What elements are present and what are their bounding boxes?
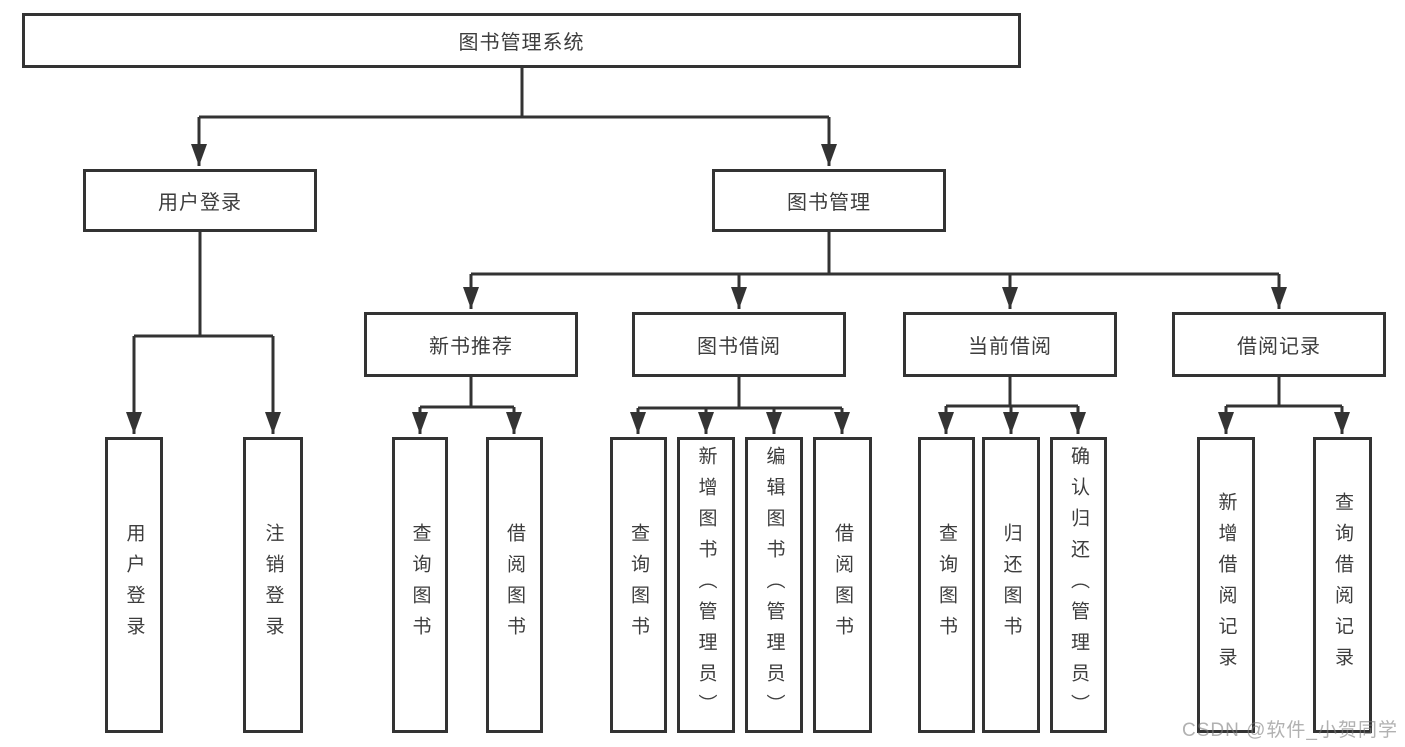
node-borrowing-records: 借阅记录 (1172, 312, 1386, 377)
node-new-book-recommendation: 新书推荐 (364, 312, 578, 377)
node-label: 新书推荐 (429, 336, 513, 358)
node-label: 当前借阅 (968, 336, 1052, 358)
leaf-label: 借阅图书 (832, 523, 853, 647)
leaf-borrow-books-recommend: 借阅图书 (486, 437, 543, 733)
leaf-query-books-borrowing: 查询图书 (610, 437, 667, 733)
leaf-edit-books-admin: 编辑图书（管理员） (745, 437, 803, 733)
leaf-borrow-books-borrowing: 借阅图书 (813, 437, 872, 733)
leaf-label: 查询图书 (409, 523, 431, 647)
leaf-return-books: 归还图书 (982, 437, 1040, 733)
node-book-management: 图书管理 (712, 169, 946, 232)
leaf-label: 新增图书（管理员） (695, 445, 717, 725)
node-label: 图书借阅 (697, 336, 781, 358)
leaf-label: 确认归还（管理员） (1068, 445, 1089, 725)
leaf-label: 归还图书 (1000, 523, 1022, 647)
leaf-query-books-recommend: 查询图书 (392, 437, 448, 733)
node-book-borrowing: 图书借阅 (632, 312, 846, 377)
leaf-label: 注销登录 (262, 523, 284, 647)
node-label: 图书管理系统 (458, 32, 585, 54)
leaf-label: 借阅图书 (504, 523, 525, 647)
node-label: 图书管理 (787, 192, 871, 214)
leaf-query-books-current: 查询图书 (918, 437, 975, 733)
leaf-user-login: 用户登录 (105, 437, 163, 733)
node-current-borrowing: 当前借阅 (903, 312, 1117, 377)
watermark: CSDN @软件_小贺同学 (1182, 720, 1398, 741)
node-library-management-system: 图书管理系统 (22, 13, 1021, 68)
arrow-connectors (126, 117, 1350, 434)
leaf-logout-login: 注销登录 (243, 437, 303, 733)
leaf-label: 用户登录 (123, 523, 145, 647)
leaf-label: 查询图书 (628, 523, 649, 647)
leaf-label: 编辑图书（管理员） (763, 445, 785, 725)
node-label: 借阅记录 (1237, 336, 1321, 358)
leaf-add-borrow-record: 新增借阅记录 (1197, 437, 1255, 733)
node-label: 用户登录 (158, 192, 242, 214)
leaf-confirm-return-admin: 确认归还（管理员） (1050, 437, 1107, 733)
leaf-label: 查询借阅记录 (1332, 492, 1353, 678)
leaf-label: 新增借阅记录 (1215, 492, 1237, 678)
leaf-label: 查询图书 (936, 523, 957, 647)
branch-rails (134, 68, 1342, 410)
leaf-query-borrow-record: 查询借阅记录 (1313, 437, 1372, 733)
node-user-login: 用户登录 (83, 169, 317, 232)
leaf-add-books-admin: 新增图书（管理员） (677, 437, 735, 733)
